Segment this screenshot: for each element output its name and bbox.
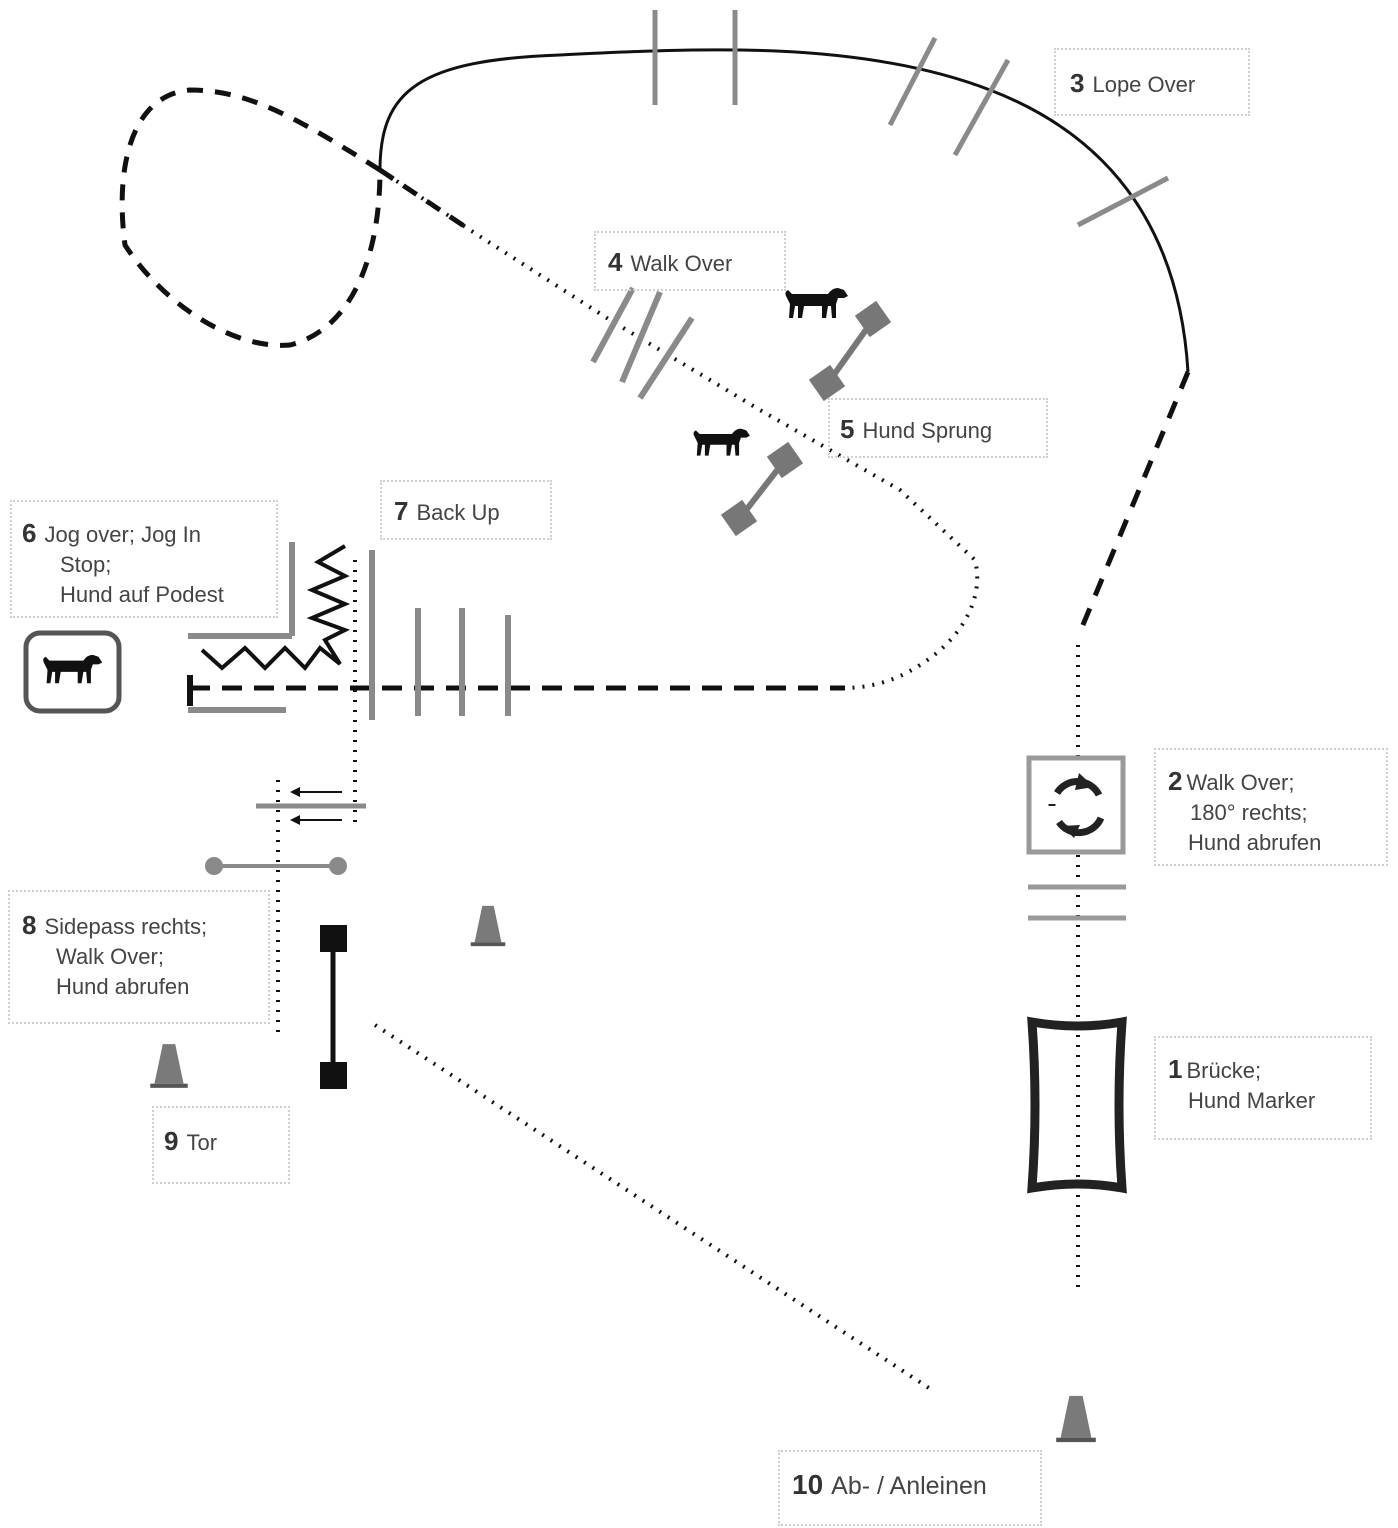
station-number: 5 bbox=[840, 414, 855, 444]
station-text: Stop; bbox=[60, 552, 112, 577]
station-number: 8 bbox=[22, 910, 37, 940]
station-text: Hund abrufen bbox=[56, 974, 190, 999]
station-number: 4 bbox=[608, 247, 623, 277]
dog-icon bbox=[785, 288, 848, 318]
loop-exit-dashed bbox=[378, 167, 472, 233]
station-text: Walk Over bbox=[630, 251, 733, 276]
station-6-label: 6 Jog over; Jog In Stop; Hund auf Podest bbox=[10, 500, 278, 618]
dog-jump-obstacle-1 bbox=[808, 300, 892, 402]
cone-icon bbox=[470, 905, 506, 947]
right-dashed-path bbox=[1077, 371, 1191, 633]
station-number: 2 bbox=[1168, 766, 1183, 796]
station-text: Hund abrufen bbox=[1188, 830, 1322, 855]
station-5-label: 5 Hund Sprung bbox=[828, 398, 1048, 458]
station-text: 180° rechts; bbox=[1190, 800, 1308, 825]
dog-icon bbox=[693, 428, 750, 456]
zigzag-path bbox=[200, 544, 351, 672]
station-text: Hund auf Podest bbox=[60, 582, 224, 607]
station-text: Hund Marker bbox=[1188, 1088, 1316, 1113]
station-4-label: 4 Walk Over bbox=[594, 231, 786, 291]
station-text: Lope Over bbox=[1092, 72, 1196, 97]
station-text: Brücke; bbox=[1186, 1058, 1262, 1083]
rotate-arrows-icon bbox=[1026, 755, 1126, 855]
walk-over-poles bbox=[590, 286, 695, 400]
station-8-label: 8 Sidepass rechts; Walk Over; Hund abrufe… bbox=[8, 890, 270, 1024]
dog-jump-obstacle-2 bbox=[720, 441, 804, 537]
podest-icon bbox=[23, 630, 122, 714]
station-9-label: 9 Tor bbox=[152, 1106, 290, 1184]
station-3-label: 3 Lope Over bbox=[1054, 48, 1250, 116]
loop-path bbox=[119, 87, 383, 348]
jog-in-box bbox=[187, 542, 295, 713]
station-number: 6 bbox=[22, 518, 37, 548]
walkover-dotted-path bbox=[378, 168, 980, 690]
bridge-obstacle bbox=[1027, 1016, 1127, 1194]
back-up-poles bbox=[369, 550, 511, 720]
station-number: 3 bbox=[1070, 68, 1085, 98]
station-7-label: 7 Back Up bbox=[380, 480, 552, 540]
station-text: Jog over; Jog In bbox=[44, 522, 202, 547]
walk-over-poles-2 bbox=[1028, 884, 1126, 921]
station-text: Walk Over; bbox=[1186, 770, 1295, 795]
walk-over-rail bbox=[205, 857, 347, 875]
station-text: Hund Sprung bbox=[862, 418, 993, 443]
station-text: Tor bbox=[186, 1130, 218, 1155]
station-text: Back Up bbox=[416, 500, 500, 525]
gate-obstacle bbox=[320, 925, 347, 1089]
station-number: 1 bbox=[1168, 1054, 1183, 1084]
sidepass-pole bbox=[256, 787, 366, 825]
cone-icon bbox=[150, 1044, 188, 1088]
lope-over-poles bbox=[652, 10, 1170, 228]
station-text: Ab- / Anleinen bbox=[831, 1472, 987, 1500]
station-text: Walk Over; bbox=[56, 944, 164, 969]
lope-path bbox=[378, 48, 1190, 373]
station-number: 9 bbox=[164, 1126, 179, 1156]
station-text: Sidepass rechts; bbox=[44, 914, 208, 939]
exit-dotted-path bbox=[373, 1023, 937, 1394]
station-number: 10 bbox=[792, 1469, 824, 1500]
cone-icon bbox=[1056, 1395, 1096, 1443]
station-number: 7 bbox=[394, 496, 409, 526]
